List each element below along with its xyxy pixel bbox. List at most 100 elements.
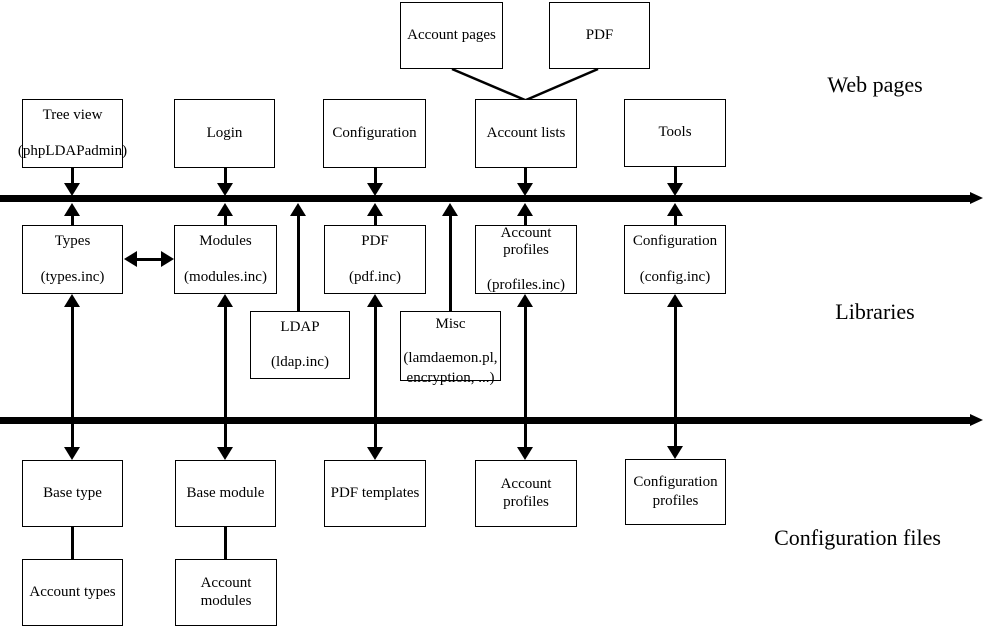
box-account-profiles-lib: Account profiles (profiles.inc) [475,225,577,294]
box-modules-sublabel: (modules.inc) [184,268,267,285]
connector-ldap-bus-arrowhead [290,203,306,216]
connector-types-modules-line [134,258,164,261]
connector-types-basetype-line [71,300,74,452]
box-configuration-profiles: Configuration profiles [625,459,726,525]
box-login: Login [174,99,275,168]
box-configuration-profiles-label-2: profiles [652,493,699,509]
connector-login-bus-line [224,168,227,190]
box-configuration-profiles-label: Configuration [633,473,718,490]
box-misc-sublabel-1: (lamdaemon.pl, [403,350,498,367]
box-configuration-lib-label: Configuration [632,233,718,250]
section-label-libraries: Libraries [835,299,915,324]
box-misc-label: Misc [435,316,466,332]
connector-pdflib-bus-arrowhead [367,203,383,216]
box-login-label: Login [206,124,243,141]
box-base-module: Base module [175,460,276,527]
connector-treeview-bus-line [71,168,74,190]
connector-misc-bus-arrowhead [442,203,458,216]
box-pdf-lib-sublabel: (pdf.inc) [348,268,402,285]
connector-configurationlib-configurationprofiles-line [674,300,677,452]
box-pdf-web: PDF [549,2,650,69]
connector-modules-bus-arrowhead [217,203,233,216]
connector-configurationlib-bus-arrowhead [667,203,683,216]
connector-configurationweb-bus-line [374,168,377,190]
connector-misc-bus-line [449,212,452,311]
box-types-sublabel: (types.inc) [40,268,105,285]
box-tree-view-label: Tree view [42,107,103,124]
box-tools-label: Tools [658,124,692,141]
bus-libraries-config-tip [970,414,983,426]
box-tree-view-sublabel: (phpLDAPadmin) [17,142,128,159]
connector-pdfweb-accountlists [525,67,599,102]
box-base-type: Base type [22,460,123,527]
box-ldap-label: LDAP [280,318,320,335]
box-tools: Tools [624,99,726,167]
connector-configurationweb-bus-arrowhead [367,183,383,196]
connector-modules-basemodule-down-arrowhead [217,447,233,460]
box-account-modules-label: Account modules [200,575,252,609]
box-account-profiles-files: Account profiles [475,460,577,527]
connector-pdflib-pdftemplates-down-arrowhead [367,447,383,460]
box-account-profiles-lib-label: Account profiles [500,224,552,258]
box-misc-sublabel-2: encryption, ...) [406,369,495,386]
box-misc: Misc (lamdaemon.pl, encryption, ...) [400,311,501,386]
connector-accountlists-bus-line [524,168,527,190]
section-label-configuration-files: Configuration files [774,525,941,550]
connector-types-modules-right-arrowhead [161,251,174,267]
box-pdf-lib-label: PDF [361,233,389,250]
box-pdf-templates-label: PDF templates [330,484,420,501]
connector-treeview-bus-arrowhead [64,183,80,196]
connector-types-bus-arrowhead [64,203,80,216]
bus-libraries-config [0,417,970,424]
box-account-modules: Account modules [175,559,277,626]
box-pdf-web-label: PDF [585,26,614,43]
box-account-lists-label: Account lists [486,124,566,141]
connector-types-basetype-down-arrowhead [64,447,80,460]
connector-tools-bus-line [674,167,677,190]
connector-ldap-bus-line [297,212,300,311]
connector-accountlists-bus-arrowhead [517,183,533,196]
connector-modules-basemodule-line [224,300,227,452]
box-configuration-lib-sublabel: (config.inc) [639,268,711,285]
connector-pdflib-bus-line [374,212,377,225]
box-account-pages-label: Account pages [407,26,496,43]
connector-configurationlib-configurationprofiles-down-arrowhead [667,446,683,459]
box-modules-label: Modules [199,233,252,250]
connector-types-bus-line [71,212,74,225]
connector-types-modules-left-arrowhead [124,251,137,267]
box-ldap-sublabel: (ldap.inc) [271,354,329,370]
box-base-type-label: Base type [43,484,102,501]
connector-modules-bus-line [224,212,227,225]
connector-accountprofileslib-accountprofilesfiles-down-arrowhead [517,447,533,460]
section-label-web-pages: Web pages [827,72,923,97]
box-account-pages: Account pages [400,2,503,69]
box-configuration-lib: Configuration (config.inc) [624,225,726,294]
connector-accountprofileslib-bus-arrowhead [517,203,533,216]
bus-web-libraries-tip [970,192,983,204]
box-account-profiles-files-label: Account profiles [500,476,552,510]
connector-accountpages-accountlists [451,67,526,102]
box-types-label: Types [54,233,91,250]
box-configuration-web-label: Configuration [332,124,417,141]
box-base-module-label: Base module [186,484,265,501]
connector-accountprofileslib-bus-line [524,212,527,225]
box-account-lists: Account lists [475,99,577,168]
box-modules: Modules (modules.inc) [174,225,277,294]
box-ldap: LDAP (ldap.inc) [250,311,350,379]
box-configuration-web: Configuration [323,99,426,168]
box-pdf-lib: PDF (pdf.inc) [324,225,426,294]
connector-basemodule-accountmodules-line [224,527,227,559]
connector-configurationlib-bus-line [674,212,677,225]
connector-accountprofileslib-accountprofilesfiles-line [524,300,527,452]
box-account-types: Account types [22,559,123,626]
connector-login-bus-arrowhead [217,183,233,196]
box-account-types-label: Account types [29,583,116,600]
box-pdf-templates: PDF templates [324,460,426,527]
connector-basetype-accounttypes-line [71,527,74,559]
box-types: Types (types.inc) [22,225,123,294]
connector-pdflib-pdftemplates-line [374,300,377,452]
box-tree-view: Tree view (phpLDAPadmin) [18,99,127,168]
bus-web-libraries [0,195,970,202]
